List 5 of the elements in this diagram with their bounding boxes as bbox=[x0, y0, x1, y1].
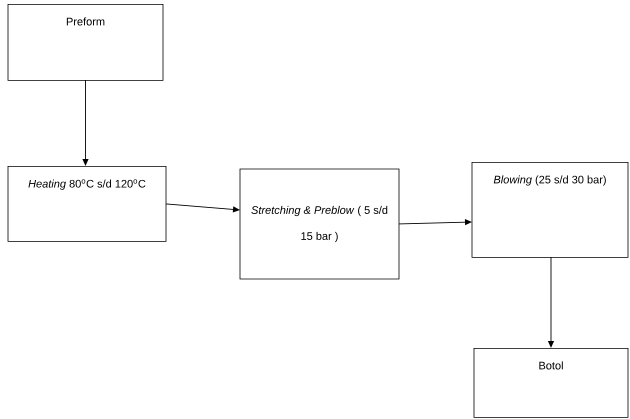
process-box: Stretching & Preblow ( 5 s/d 15 bar ) bbox=[240, 168, 400, 280]
process-box: Heating 80$^{o}$C s/d 120$^{o}$C bbox=[8, 166, 166, 242]
process-box: Preform bbox=[8, 4, 164, 81]
process-box: Blowing (25 s/d 30 bar) bbox=[472, 162, 628, 258]
process-box: Botol bbox=[474, 348, 628, 418]
